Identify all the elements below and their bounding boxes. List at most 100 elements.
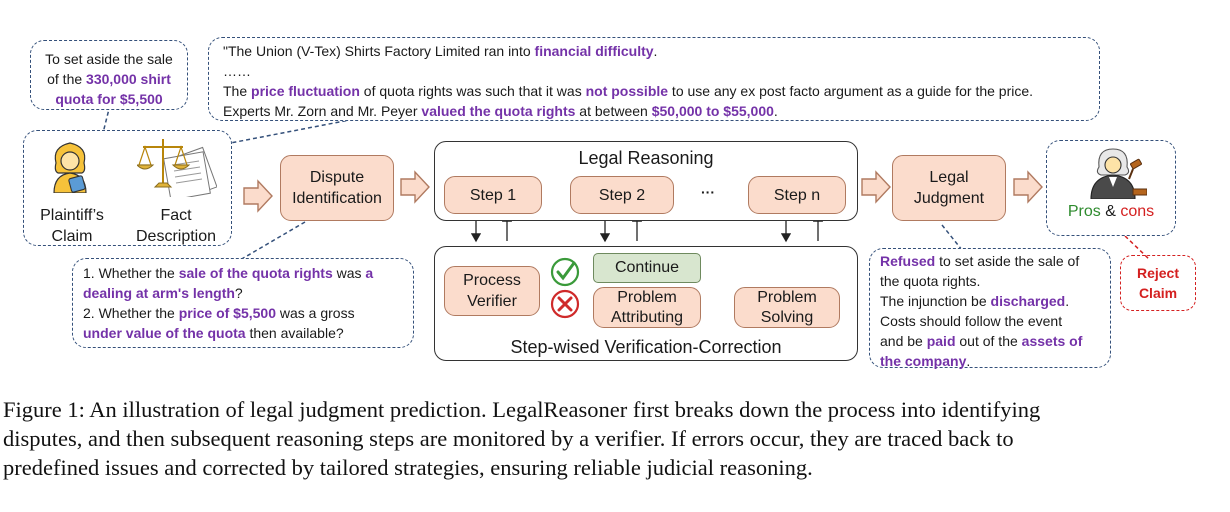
figure-caption: Figure 1: An illustration of legal judgm…	[3, 395, 1228, 482]
issue-text: then available?	[245, 325, 344, 341]
dispute-issues-bubble: 1. Whether the sale of the quota rights …	[72, 258, 414, 348]
plaintiff-label-line1: Plaintiff’s	[40, 207, 104, 224]
dispute-line1: Dispute	[309, 169, 365, 186]
judgment-text-bubble: Refused to set aside the sale of the quo…	[869, 248, 1111, 369]
ampersand-text: &	[1100, 203, 1121, 220]
arrow-input-to-dispute	[243, 179, 273, 213]
pros-cons-label: Pros & cons	[1047, 203, 1175, 221]
judgment-text: out of the	[955, 333, 1022, 349]
judgment-highlight: assets of	[1021, 333, 1083, 349]
issue-text: ?	[234, 285, 243, 301]
judge-gavel-icon	[1090, 148, 1147, 199]
plaintiff-bubble-line2: of the	[47, 71, 87, 87]
plaintiff-bubble-amount: quota for $5,500	[55, 91, 163, 107]
scales-documents-icon	[137, 139, 217, 197]
fact-bubble-tail	[214, 117, 361, 147]
judgment-text: the quota rights.	[880, 273, 981, 289]
fact-highlight: $50,000 to $55,000	[651, 103, 774, 119]
judgment-text: The injunction be	[880, 293, 991, 309]
solving-line1: Problem	[757, 288, 817, 306]
step-n-box: Step n	[748, 176, 846, 214]
arrow-judgment-to-outcome	[1013, 170, 1043, 204]
check-circle-icon	[550, 257, 580, 287]
judgment-text: to set aside the sale of	[935, 253, 1080, 269]
issues-bubble-tail	[239, 221, 306, 261]
step-n-label: Step n	[773, 186, 821, 204]
reject-claim-bubble: Reject Claim	[1120, 255, 1196, 311]
fact-text: "The Union (V-Tex) Shirts Factory Limite…	[223, 43, 535, 59]
arrow-dispute-to-reasoning	[400, 170, 430, 204]
reject-bubble-tail	[1124, 235, 1151, 261]
issue-text: was a gross	[276, 305, 355, 321]
judgment-text: .	[966, 353, 971, 369]
verifier-line2: Verifier	[467, 293, 517, 310]
step-2-box: Step 2	[570, 176, 674, 214]
issue-text: 2. Whether the	[83, 305, 179, 321]
caption-line3: predefined issues and corrected by tailo…	[3, 455, 813, 480]
solving-line2: Solving	[760, 308, 814, 326]
continue-label: Continue	[614, 259, 680, 276]
judgment-highlight: Refused	[880, 253, 936, 269]
legal-reasoning-title: Legal Reasoning	[578, 148, 714, 168]
judgment-text: and be	[880, 333, 927, 349]
plaintiff-claim-label: Plaintiff’s Claim	[24, 205, 120, 247]
caption-line2: disputes, and then subsequent reasoning …	[3, 426, 1014, 451]
fact-description-label: Fact Description	[120, 205, 232, 247]
fact-highlight: financial difficulty	[534, 43, 654, 59]
fact-label-line1: Fact	[160, 207, 192, 224]
plaintiff-bubble-line1: To set aside the sale	[45, 51, 173, 67]
attributing-line1: Problem	[617, 288, 677, 306]
pros-text: Pros	[1067, 203, 1101, 220]
step-2-label: Step 2	[598, 186, 646, 204]
reject-line2: Claim	[1138, 285, 1178, 301]
plaintiff-label-line2: Claim	[51, 228, 93, 245]
cross-circle-icon	[550, 289, 580, 319]
judgment-highlight: discharged	[990, 293, 1066, 309]
plaintiff-claim-bubble: To set aside the sale of the 330,000 shi…	[30, 40, 188, 110]
step-1-box: Step 1	[444, 176, 542, 214]
fact-text: at between	[575, 103, 652, 119]
plaintiff-bubble-highlight: 330,000 shirt	[86, 71, 171, 87]
outcome-box: Pros & cons	[1046, 140, 1176, 236]
issue-highlight: under value of the quota	[83, 325, 246, 341]
judgment-line1: Legal	[929, 169, 969, 186]
issue-highlight: sale of the quota rights	[178, 265, 333, 281]
fact-text: Experts Mr. Zorn and Mr. Peyer	[223, 103, 422, 119]
issue-highlight: dealing at arm's length	[83, 285, 235, 301]
fact-text: The	[223, 83, 252, 99]
issue-highlight: price of $5,500	[178, 305, 276, 321]
plaintiff-person-icon	[53, 142, 87, 193]
dispute-line2: Identification	[292, 190, 382, 207]
fact-text: of quota rights was such that it was	[359, 83, 586, 99]
judgment-bubble-tail	[941, 224, 963, 251]
judgment-highlight: paid	[926, 333, 956, 349]
fact-label-line2: Description	[135, 228, 217, 245]
fact-highlight: price fluctuation	[251, 83, 360, 99]
verifier-line1: Process	[463, 272, 521, 289]
issue-highlight: a	[365, 265, 374, 281]
judgment-text: .	[1065, 293, 1070, 309]
issue-text: was	[332, 265, 366, 281]
issue-text: 1. Whether the	[83, 265, 179, 281]
fact-highlight: valued the quota rights	[421, 103, 576, 119]
cons-text: cons	[1120, 203, 1155, 220]
fact-ellipsis: ……	[223, 63, 251, 79]
judgment-text: Costs should follow the event	[880, 313, 1063, 329]
fact-text: .	[653, 43, 658, 59]
fact-text: .	[773, 103, 778, 119]
steps-ellipsis: ···	[701, 184, 715, 200]
continue-box: Continue	[593, 253, 701, 283]
fact-highlight: not possible	[585, 83, 669, 99]
attributing-line2: Attributing	[610, 308, 684, 326]
fact-text: to use any ex post facto argument as a g…	[668, 83, 1034, 99]
judgment-line2: Judgment	[913, 190, 985, 207]
step-1-label: Step 1	[469, 186, 517, 204]
plaintiff-bubble-tail	[102, 104, 111, 134]
arrow-reasoning-to-judgment	[861, 170, 891, 204]
verification-title: Step-wised Verification-Correction	[510, 337, 782, 357]
